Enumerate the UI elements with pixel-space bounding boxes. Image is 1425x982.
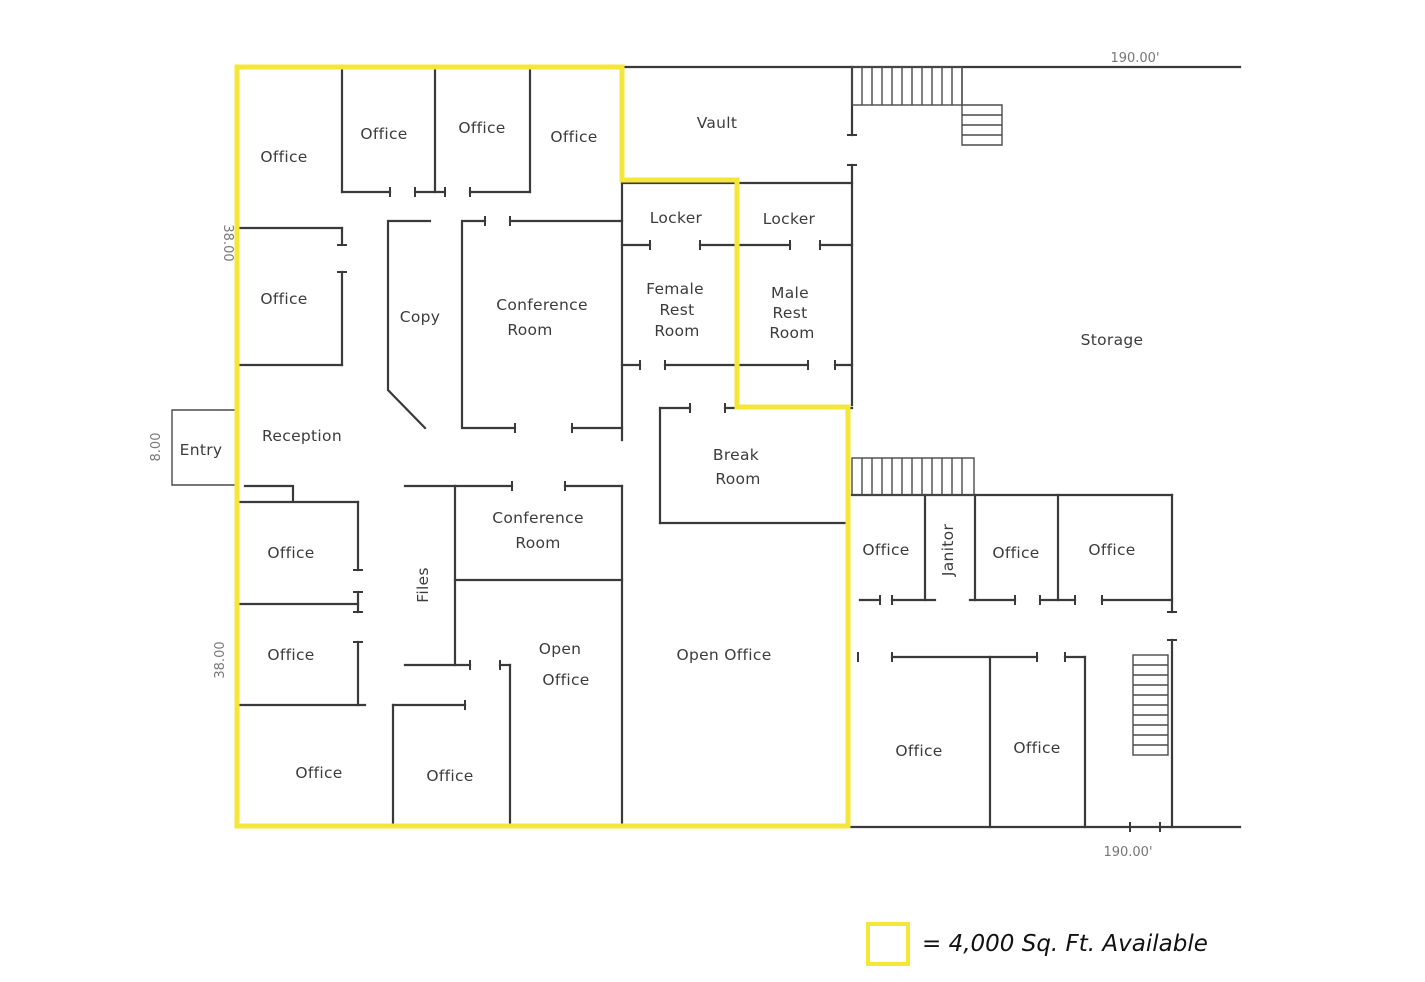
room-locker-female: Locker xyxy=(650,209,703,227)
legend: = 4,000 Sq. Ft. Available xyxy=(866,922,1208,966)
stairs-right xyxy=(1132,654,1169,756)
room-open-office-1-line2: Office xyxy=(542,671,589,689)
room-office-left-2: Office xyxy=(260,290,307,308)
room-office-top-4: Office xyxy=(550,128,597,146)
room-conference-1-line1: Conference xyxy=(496,296,588,314)
room-office-top-2: Office xyxy=(360,125,407,143)
room-office-bottom-right-1: Office xyxy=(895,742,942,760)
room-female-restroom-line3: Room xyxy=(654,322,699,340)
room-male-restroom-line3: Room xyxy=(769,324,814,342)
dimension-left-lower: 38.00 xyxy=(213,641,228,678)
room-copy: Copy xyxy=(400,308,441,326)
stairs-middle xyxy=(851,457,975,496)
room-office-bottom-2: Office xyxy=(426,767,473,785)
room-office-top-3: Office xyxy=(458,119,505,137)
room-female-restroom-line2: Rest xyxy=(660,301,695,319)
interior-walls xyxy=(235,65,1174,829)
room-conference-2-line1: Conference xyxy=(492,509,584,527)
room-locker-male: Locker xyxy=(763,210,816,228)
room-janitor: Janitor xyxy=(939,524,957,578)
room-reception: Reception xyxy=(262,427,342,445)
room-open-office-1-line1: Open xyxy=(539,640,582,658)
room-office-right-1: Office xyxy=(862,541,909,559)
room-conference-2-line2: Room xyxy=(515,534,560,552)
dimension-left-upper: 38.00 xyxy=(220,224,235,261)
room-office-right-2: Office xyxy=(992,544,1039,562)
dimension-bottom: 190.00' xyxy=(1103,845,1152,860)
room-office-bottom-1: Office xyxy=(295,764,342,782)
room-open-office-2: Open Office xyxy=(676,646,771,664)
legend-text: = 4,000 Sq. Ft. Available xyxy=(922,931,1208,957)
legend-swatch xyxy=(866,922,910,966)
dimension-top: 190.00' xyxy=(1110,51,1159,66)
room-office-right-3: Office xyxy=(1088,541,1135,559)
dimension-left-entry: 8.00 xyxy=(149,433,164,462)
dimension-labels: 190.00' 190.00' 38.00 8.00 38.00 xyxy=(149,51,1160,860)
room-office-bottom-right-2: Office xyxy=(1013,739,1060,757)
room-entry: Entry xyxy=(180,441,223,459)
room-labels: Office Office Office Office Vault Locker… xyxy=(180,114,1144,785)
room-break-line1: Break xyxy=(713,446,759,464)
room-female-restroom-line1: Female xyxy=(646,280,704,298)
room-storage: Storage xyxy=(1081,331,1144,349)
room-male-restroom-line1: Male xyxy=(771,284,809,302)
door-marks xyxy=(337,134,1177,832)
available-area-outline xyxy=(234,64,851,829)
room-male-restroom-line2: Rest xyxy=(773,304,808,322)
room-vault: Vault xyxy=(697,114,738,132)
room-break-line2: Room xyxy=(715,470,760,488)
room-office-left-3: Office xyxy=(267,544,314,562)
stairs-top xyxy=(851,66,1003,146)
room-conference-1-line2: Room xyxy=(507,321,552,339)
room-office-left-4: Office xyxy=(267,646,314,664)
room-office-top-left: Office xyxy=(260,148,307,166)
room-files: Files xyxy=(414,567,432,603)
